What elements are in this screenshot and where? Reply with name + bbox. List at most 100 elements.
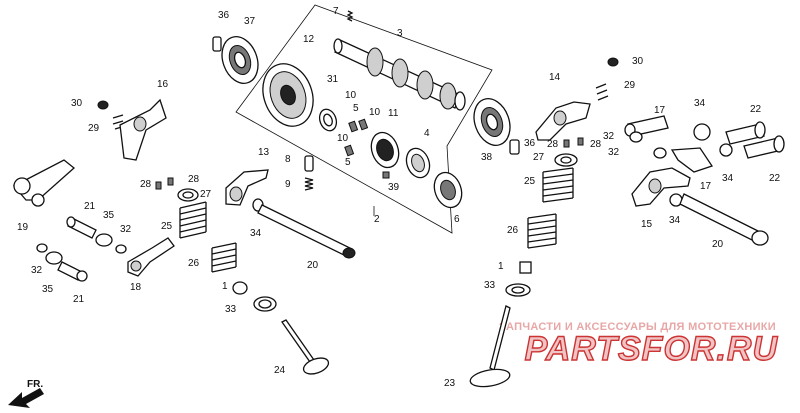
spring-seat-33a <box>253 296 277 312</box>
spring-29b <box>595 83 609 101</box>
shaft-22a <box>725 121 766 145</box>
inner-spring-26b <box>527 213 557 249</box>
cotter-28a <box>155 177 174 190</box>
callout-c5b: 5 <box>345 157 351 168</box>
callout-c34a: 34 <box>250 228 262 239</box>
callout-c27a: 27 <box>200 189 212 200</box>
callout-c28c: 28 <box>547 139 559 150</box>
callout-c22a: 22 <box>750 104 762 115</box>
callout-c35b: 35 <box>42 284 54 295</box>
watermark-subtitle: ЗАПЧАСТИ И АКСЕССУАРЫ ДЛЯ МОТОТЕХНИКИ <box>499 321 776 333</box>
valve-23 <box>469 305 511 388</box>
callout-c30a: 30 <box>71 98 83 109</box>
callout-c35a: 35 <box>103 210 115 221</box>
callout-c38: 38 <box>481 152 493 163</box>
callout-c26b: 26 <box>507 225 519 236</box>
cotter-28b <box>563 137 584 148</box>
callout-c33b: 33 <box>484 280 496 291</box>
callout-c7: 7 <box>333 6 339 17</box>
inner-spring-26a <box>211 242 237 273</box>
callout-c37: 37 <box>244 16 256 27</box>
callout-c30b: 30 <box>632 56 644 67</box>
outer-spring-25a <box>179 201 207 239</box>
callout-c36b: 36 <box>524 138 536 149</box>
adjuster-21a <box>66 216 97 239</box>
callout-c1a: 1 <box>222 281 228 292</box>
watermark-brand: PARTSFOR.RU <box>525 330 779 368</box>
callout-c34b: 34 <box>694 98 706 109</box>
dowel-pin-36b <box>509 139 520 155</box>
callout-c29a: 29 <box>88 123 100 134</box>
callout-c5a: 5 <box>353 103 359 114</box>
callout-c15: 15 <box>641 219 653 230</box>
valve-seal-1b <box>519 261 532 274</box>
callout-c19: 19 <box>17 222 29 233</box>
rocker-arm-19 <box>12 159 76 207</box>
rocker-shaft-17b <box>670 147 714 173</box>
callout-c28a: 28 <box>140 179 152 190</box>
spring-seat-33b <box>505 283 531 297</box>
callout-c10c: 10 <box>337 133 349 144</box>
washer-35b <box>45 251 63 265</box>
callout-c34d: 34 <box>669 215 681 226</box>
callout-c21b: 21 <box>73 294 85 305</box>
pushrod-20a <box>257 204 356 259</box>
callout-c25a: 25 <box>161 221 173 232</box>
callout-c32a: 32 <box>120 224 132 235</box>
callout-c21a: 21 <box>84 201 96 212</box>
callout-c32d: 32 <box>608 147 620 158</box>
rocker-arm-13 <box>225 169 269 206</box>
nut-32b <box>36 243 48 253</box>
callout-c29b: 29 <box>624 80 636 91</box>
rocker-arm-16 <box>119 98 167 161</box>
callout-c6: 6 <box>454 214 460 225</box>
rocker-arm-18 <box>127 237 175 277</box>
nut-32a <box>115 244 127 254</box>
callout-c20a: 20 <box>307 260 319 271</box>
camshaft-group-frame <box>235 4 493 234</box>
outer-spring-25b <box>542 167 574 203</box>
callout-c33a: 33 <box>225 304 237 315</box>
pin-8 <box>304 155 314 172</box>
callout-c17b: 17 <box>700 181 712 192</box>
rocker-arm-14 <box>535 101 591 141</box>
callout-c10a: 10 <box>345 90 357 101</box>
callout-c3: 3 <box>397 28 403 39</box>
valve-seal-1a <box>232 281 248 295</box>
callout-c16: 16 <box>157 79 169 90</box>
seal-6 <box>433 171 463 209</box>
bearing-38 <box>473 98 511 146</box>
decompressor-11 <box>370 131 400 169</box>
adjuster-21b <box>57 261 88 282</box>
nut-32c <box>629 131 643 143</box>
callout-c24: 24 <box>274 365 286 376</box>
callout-c36a: 36 <box>218 10 230 21</box>
nut-30b <box>607 57 619 67</box>
direction-label: FR. <box>27 379 43 390</box>
callout-c8a: 8 <box>285 154 291 165</box>
retainer-27a <box>177 188 199 202</box>
callout-c10b: 10 <box>369 107 381 118</box>
callout-c12: 12 <box>303 34 315 45</box>
shaft-22b <box>743 135 785 159</box>
pushrod-20b <box>679 193 769 246</box>
spring-9 <box>304 177 314 191</box>
callout-c14: 14 <box>549 72 561 83</box>
callout-c25b: 25 <box>524 176 536 187</box>
nut-30a <box>97 100 109 110</box>
callout-c34c: 34 <box>722 173 734 184</box>
washer-34c <box>719 143 733 157</box>
callout-c22b: 22 <box>769 173 781 184</box>
washer-35a <box>95 233 113 247</box>
camshaft-3 <box>333 38 466 111</box>
nut-32d <box>653 147 667 159</box>
callout-c2: 2 <box>374 214 380 225</box>
callout-c26a: 26 <box>188 258 200 269</box>
washer-34b <box>693 123 711 141</box>
callout-c32b: 32 <box>31 265 43 276</box>
rocker-arm-15 <box>631 167 691 207</box>
callout-c39: 39 <box>388 182 400 193</box>
